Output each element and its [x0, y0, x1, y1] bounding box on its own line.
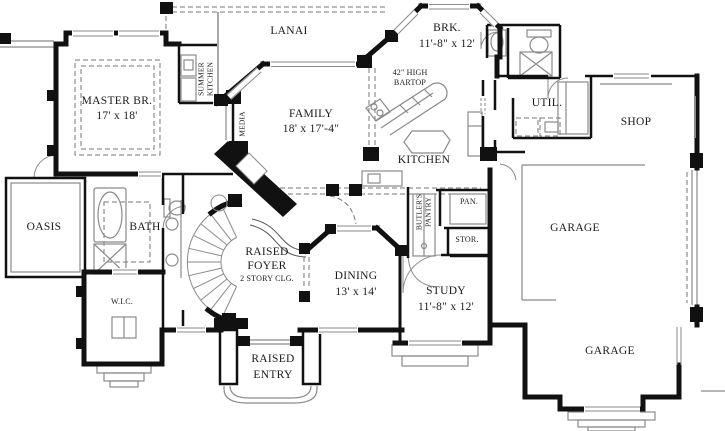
room-label-raised-foyer-line1: RAISED	[245, 245, 289, 258]
room-label-brk: BRK.	[433, 21, 461, 34]
fireplace	[210, 152, 268, 212]
room-label-raised-entry-line1: RAISED	[251, 352, 295, 365]
room-label-media: MEDIA	[237, 111, 247, 137]
bartop-line2: BARTOP	[393, 78, 427, 87]
interior-walls-layer	[4, 23, 697, 386]
room-label-dining: DINING	[334, 269, 378, 282]
room-label-bath: BATH	[129, 220, 161, 233]
room-label-study: STUDY	[426, 284, 466, 297]
room-label-master-br: MASTER BR.	[81, 94, 153, 107]
room-dims-master-br: 17' x 18'	[96, 109, 138, 122]
bartop-line1: 42" HIGH	[392, 68, 428, 77]
room-label-family: FAMILY	[289, 107, 333, 120]
room-label-util: UTIL.	[531, 96, 563, 109]
room-label-kitchen: KITCHEN	[397, 153, 451, 166]
room-label-pantry: PAN.	[459, 196, 479, 206]
label-bartop: 42" HIGH BARTOP	[393, 68, 428, 88]
room-label-lanai: LANAI	[270, 24, 308, 37]
room-label-raised-foyer-line2: FOYER	[247, 259, 287, 272]
dashed-lines-layer	[74, 6, 688, 303]
staircase	[186, 206, 238, 318]
room-dims-dining: 13' x 14'	[335, 285, 377, 298]
room-label-raised-foyer-line3: 2 STORY CLG.	[240, 273, 294, 283]
room-label-shop: SHOP	[620, 115, 652, 128]
room-label-garage-bottom: GARAGE	[585, 344, 635, 357]
room-dims-family: 18' x 17'-4"	[282, 122, 340, 135]
room-label-wic: W.I.C.	[110, 296, 134, 306]
room-dims-brk: 11'-8" x 12'	[418, 37, 476, 50]
butlers-pantry-line2: PANTRY	[424, 196, 433, 228]
butlers-pantry-line1: BUTLER'S	[414, 193, 424, 231]
room-label-butlers-pantry: BUTLER'S PANTRY	[415, 194, 434, 230]
room-label-summer-kitchen: SUMMER KITCHEN	[197, 62, 216, 96]
room-dims-study: 11'-8" x 12'	[417, 300, 475, 313]
room-label-oasis: OASIS	[26, 220, 62, 233]
room-label-raised-entry-line2: ENTRY	[253, 368, 293, 381]
room-label-garage-top: GARAGE	[550, 221, 600, 234]
fixtures-layer	[0, 12, 725, 431]
summer-kitchen-line1: SUMMER	[196, 62, 206, 96]
room-label-storage: STOR.	[455, 234, 479, 244]
summer-kitchen-line2: KITCHEN	[206, 61, 215, 97]
windows-layer	[72, 2, 700, 413]
